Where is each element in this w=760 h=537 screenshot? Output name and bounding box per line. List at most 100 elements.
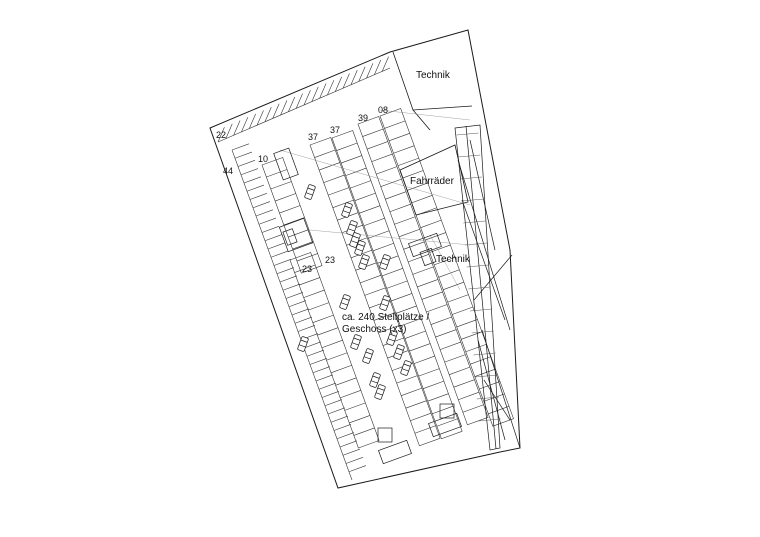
parking-stall-divider xyxy=(397,157,419,166)
parking-stall-divider xyxy=(432,405,454,415)
parking-stall-divider xyxy=(391,293,413,302)
parking-stall-divider xyxy=(303,289,325,298)
parking-stall-divider xyxy=(386,280,408,289)
wall-stall-divider xyxy=(231,143,250,151)
car-rear-window xyxy=(344,205,352,209)
wall-stall-divider xyxy=(342,448,361,456)
car-body xyxy=(358,254,370,270)
space-number-39: 39 xyxy=(358,113,368,123)
space-number-23a: 23 xyxy=(302,264,312,274)
parking-stall-divider xyxy=(453,379,475,388)
car-body xyxy=(339,294,351,310)
ramp-stripe xyxy=(475,374,498,378)
parking-stall-divider xyxy=(341,155,362,164)
parking-stall-divider xyxy=(389,203,411,213)
parking-row xyxy=(261,157,323,274)
car-body xyxy=(350,334,362,350)
wall-stall-divider xyxy=(291,308,310,316)
wall-stall-divider xyxy=(303,90,311,106)
space-number-37b: 37 xyxy=(330,125,340,135)
parked-car xyxy=(379,295,391,311)
parking-stall-divider xyxy=(436,418,458,427)
technik-mid-label: Technik xyxy=(436,254,471,265)
car-body xyxy=(297,336,309,352)
parking-stall-divider xyxy=(294,264,316,273)
ramp-stripe xyxy=(471,330,494,334)
parking-stall-divider xyxy=(414,425,436,434)
wall-stall-divider xyxy=(330,415,349,423)
ramp-stripe xyxy=(470,308,493,312)
ramp-stripe xyxy=(466,264,489,268)
wall-stall-divider xyxy=(261,226,280,233)
parking-stall-divider xyxy=(382,268,403,277)
parking-stall-divider xyxy=(367,141,388,150)
parked-car xyxy=(358,254,370,270)
wall-stall-divider xyxy=(285,292,304,299)
parking-stall-divider xyxy=(439,341,461,350)
parking-stall-divider xyxy=(449,366,470,375)
wall-stall-divider xyxy=(327,407,346,415)
parking-stall-divider xyxy=(404,330,426,339)
ramp-stripe xyxy=(473,352,496,356)
parking-stall-divider xyxy=(308,302,330,311)
bike-room-label: Fahrräder xyxy=(410,176,455,187)
parking-stall-divider xyxy=(380,178,402,187)
parking-stall-divider xyxy=(328,187,350,196)
left-wall-parking-strip xyxy=(231,143,367,481)
wall-stall-divider xyxy=(318,382,337,390)
parking-stall-divider xyxy=(438,269,460,278)
parking-stall-divider xyxy=(371,153,393,162)
car-body xyxy=(393,344,405,360)
wall-stall-divider xyxy=(252,201,271,209)
ramp-stripe xyxy=(468,286,491,290)
wall-stall-divider xyxy=(248,113,256,129)
ramp-stripe xyxy=(459,176,482,180)
parking-stall-divider xyxy=(270,181,292,190)
parking-stall-divider xyxy=(344,402,366,411)
parking-stall-divider xyxy=(418,368,440,377)
car-body xyxy=(304,184,316,200)
ramp-stripe xyxy=(476,396,499,400)
wall-stall-divider xyxy=(309,358,328,365)
wall-stall-divider xyxy=(339,440,358,448)
parking-stall-divider xyxy=(372,242,394,252)
wall-stall-divider xyxy=(311,86,319,102)
wall-stall-divider xyxy=(358,66,366,82)
parking-stall-divider xyxy=(423,380,444,389)
car-windshield xyxy=(342,210,350,214)
car-windshield xyxy=(387,338,395,342)
circulation-lines xyxy=(279,109,471,291)
car-body xyxy=(346,220,358,236)
car-rear-window xyxy=(382,257,390,261)
parking-stall-divider xyxy=(323,174,345,183)
car-windshield xyxy=(380,303,388,307)
parking-stall-divider xyxy=(426,304,448,313)
wall-stall-divider xyxy=(324,399,343,407)
technik-top-label: Technik xyxy=(416,70,451,81)
car-body xyxy=(379,254,391,270)
parking-stall-divider xyxy=(401,387,422,396)
car-windshield xyxy=(351,342,359,346)
car-windshield xyxy=(401,368,409,372)
parked-car xyxy=(386,330,398,346)
parking-stall-divider xyxy=(394,216,416,225)
building-outline xyxy=(209,29,521,489)
parking-stall-divider xyxy=(429,244,451,253)
car-rear-window xyxy=(352,235,360,239)
wall-stall-divider xyxy=(334,76,342,92)
ramp-stripe xyxy=(458,154,481,158)
parking-stall-divider xyxy=(465,343,487,353)
capacity-label-line2: Geschoss (x3) xyxy=(342,324,406,335)
wall-stall-divider xyxy=(249,193,268,200)
parked-cars xyxy=(297,184,412,400)
wall-stall-divider xyxy=(225,123,233,139)
space-number-37a: 37 xyxy=(308,132,318,142)
parking-stall-divider xyxy=(417,279,439,288)
parking-stall-divider xyxy=(458,391,480,401)
car-rear-window xyxy=(353,337,361,341)
parking-stall-divider xyxy=(461,331,483,340)
parking-stall-divider xyxy=(299,277,320,286)
wall-stall-divider xyxy=(321,391,340,398)
car-body xyxy=(400,360,412,376)
parking-stall-divider xyxy=(335,377,357,386)
